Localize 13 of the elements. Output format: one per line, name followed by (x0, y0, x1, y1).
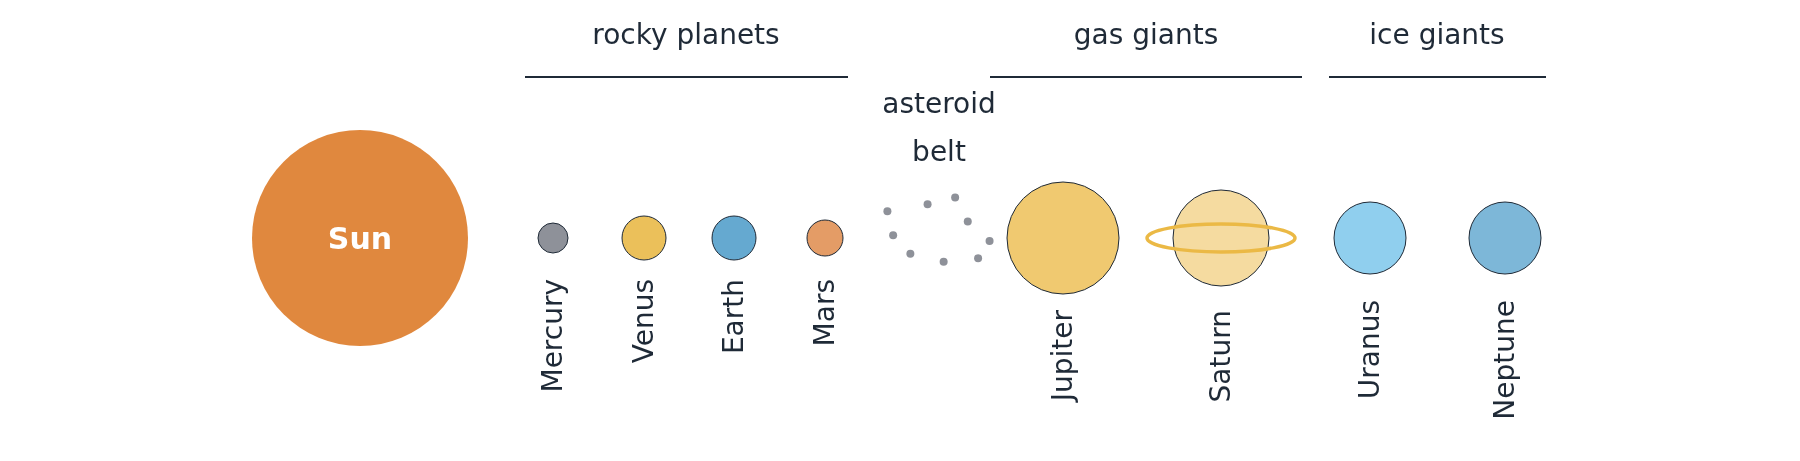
planet-name: Mars (809, 279, 841, 347)
planet-name: Neptune (1489, 300, 1521, 420)
planet-name: Uranus (1354, 300, 1386, 400)
group-heading: ice giants (1369, 18, 1505, 51)
asteroid-belt-label: asteroid belt (881, 86, 997, 170)
group-heading: gas giants (1073, 18, 1219, 51)
planet-name: Saturn (1205, 310, 1237, 403)
planet-name: Earth (718, 279, 750, 355)
group-heading: rocky planets (592, 18, 780, 51)
planet-name: Mercury (537, 279, 569, 393)
sun-name: Sun (327, 220, 393, 256)
planet-name: Jupiter (1047, 310, 1079, 402)
planet-name: Venus (628, 279, 660, 364)
